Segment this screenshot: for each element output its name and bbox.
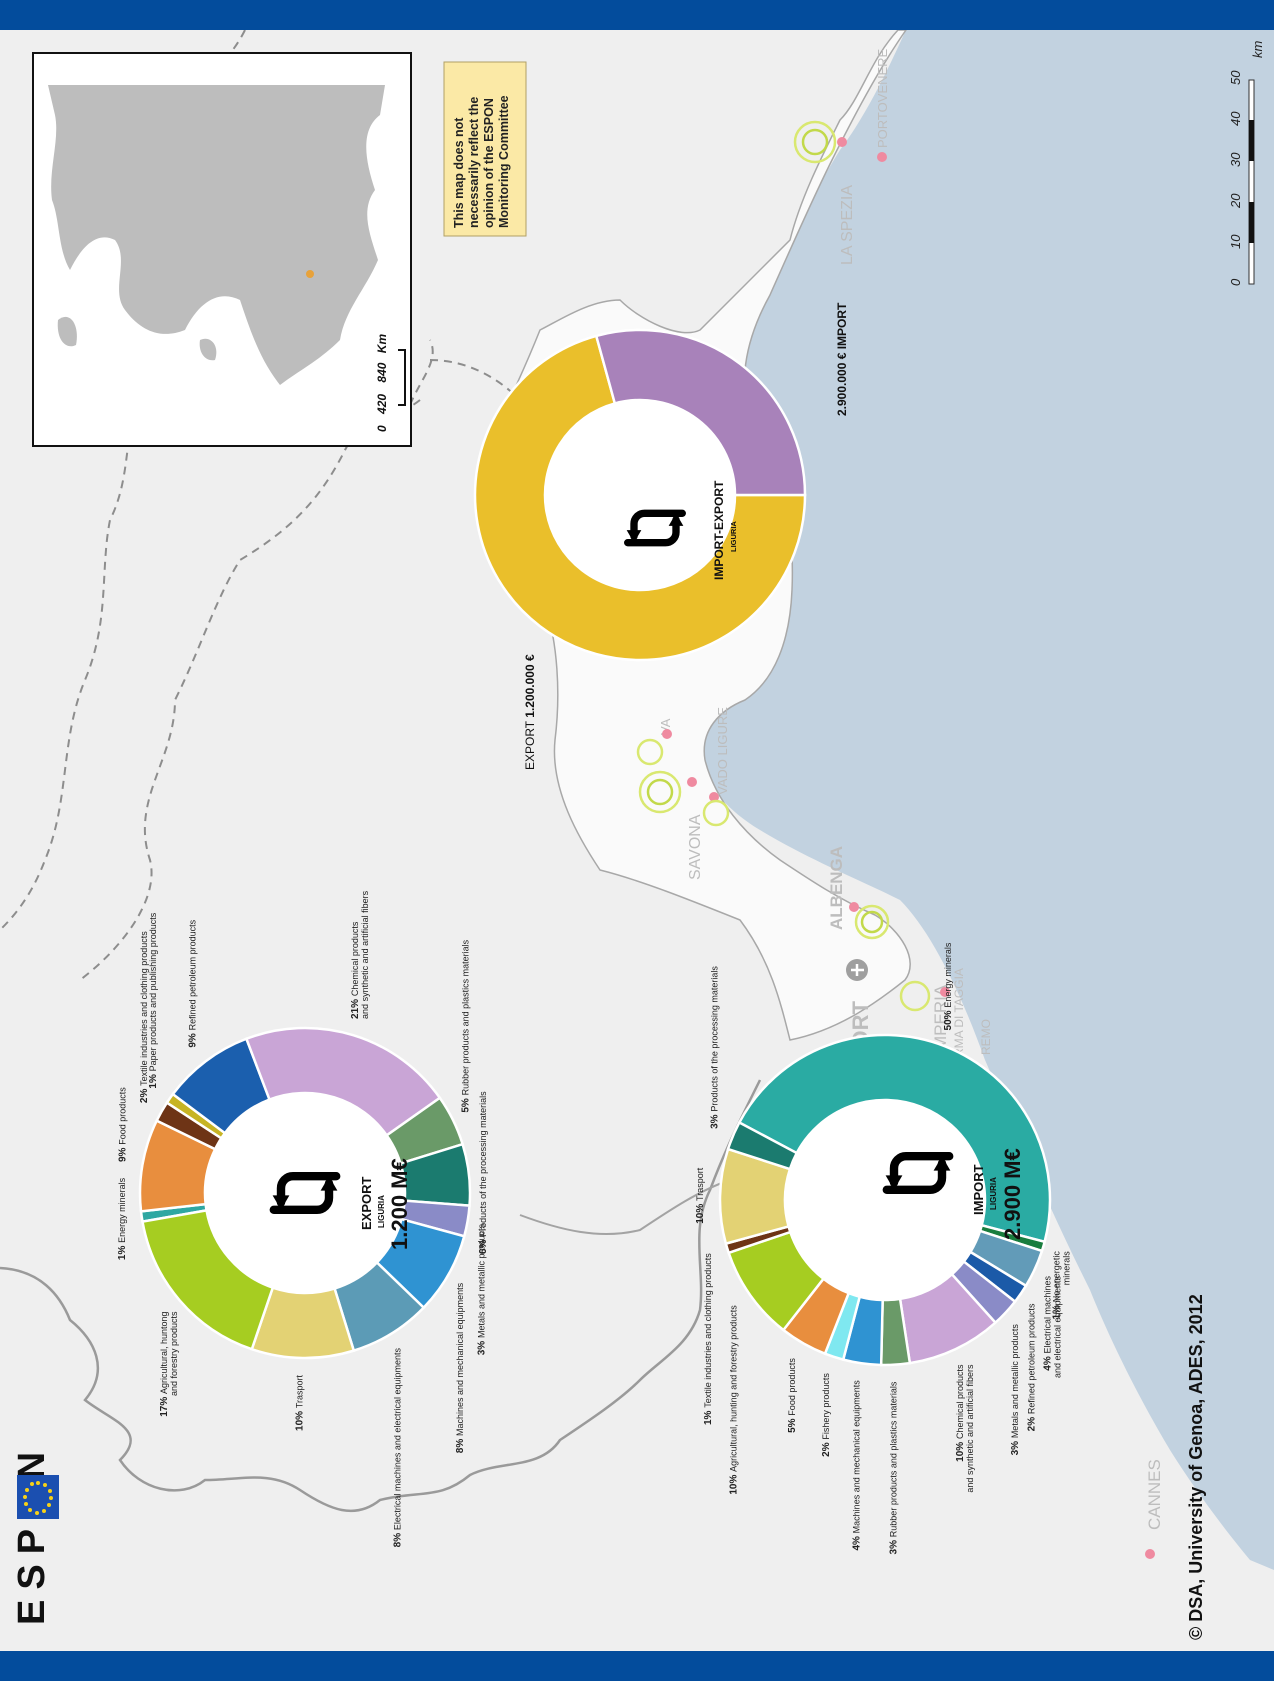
import-labels: 50% Energy minerals 1% No energeticminera… xyxy=(695,942,1072,1554)
import-export-hole xyxy=(545,400,735,590)
disclaimer-note: This map does not necessarily reflect th… xyxy=(443,61,527,237)
place-arma-di-taggia: ARMA DI TAGGIA xyxy=(952,968,966,1065)
place-sanremo: REMO xyxy=(979,1019,993,1055)
export-labels: 1% Energy minerals 9% Food products 2% Tex… xyxy=(117,890,489,1547)
export-region: LIGURIA xyxy=(377,1195,386,1228)
import-total: 2.900 M€ xyxy=(1000,1148,1025,1240)
svg-text:This map does not necess: This map does not necessarily reflect th… xyxy=(452,93,511,228)
export-label: 6% Products of the processing materials xyxy=(478,1091,489,1254)
export-total-label: EXPORT 1.200.000 € xyxy=(523,654,537,770)
svg-text:50: 50 xyxy=(1228,70,1243,85)
import-label: 10% Chemical productsand synthetic and a… xyxy=(955,1364,975,1493)
export-label: 2% Textile industries and clothing produ… xyxy=(139,931,150,1103)
export-total: 1.200 M€ xyxy=(387,1158,412,1250)
export-title: EXPORT xyxy=(359,1176,374,1230)
export-label: 9% Refined petroleum products xyxy=(187,919,198,1047)
svg-text:30: 30 xyxy=(1228,152,1243,167)
svg-text:20: 20 xyxy=(1228,193,1243,209)
export-label: 17% Agricultural, huntongand forestry pr… xyxy=(159,1311,179,1417)
import-export-title: IMPORT-EXPORT xyxy=(712,480,726,580)
import-label: 10% Agricultural, hunting and forestry p… xyxy=(729,1305,740,1495)
import-export-center: IMPORT-EXPORT LIGURIA xyxy=(627,480,738,580)
port-cart-icons xyxy=(636,120,931,1012)
export-label: 21% Chemical productsand synthetic and a… xyxy=(350,890,370,1019)
sea-area xyxy=(700,30,1274,1570)
svg-text:0 420 840: 0 420 840 Km xyxy=(375,334,389,432)
export-hole xyxy=(205,1093,405,1293)
inset-map: 0 420 840 Km xyxy=(32,52,412,447)
import-label: 3% Rubber products and plastics material… xyxy=(889,1381,900,1554)
svg-text:10: 10 xyxy=(1228,234,1243,249)
export-label: 8% Electrical machines and electrical eq… xyxy=(392,1348,403,1548)
import-label: 1% Textile industries and clothing produ… xyxy=(703,1253,714,1425)
export-center: EXPORT LIGURIA 1.200 M€ xyxy=(273,1158,412,1250)
place-labels: LA SPEZIA PORTOVENERE VADO LIGURE VA SAV… xyxy=(658,48,1164,1530)
port-markers xyxy=(662,137,1155,1559)
import-center: IMPORT LIGURIA 2.900 M€ xyxy=(886,1148,1025,1240)
place-albenga: ALBENGA xyxy=(827,846,846,930)
place-vado-ligure: VADO LIGURE xyxy=(715,707,730,795)
inset-scale: 0 420 840 Km xyxy=(375,334,406,432)
svg-text:km: km xyxy=(1250,41,1265,59)
import-label: 4% Electrical machinesand electrical equ… xyxy=(1042,1275,1062,1378)
import-label: 1% No energeticminerals xyxy=(1052,1251,1072,1320)
export-label: 3% Metals and metallic products xyxy=(476,1223,487,1355)
espon-logo: ESPON xyxy=(11,1442,59,1625)
copyright-text: © DSA, University of Genoa, ADES, 2012 xyxy=(1186,1294,1206,1640)
export-label: 10% Trasport xyxy=(294,1374,305,1430)
import-region: LIGURIA xyxy=(989,1177,998,1210)
bottom-band xyxy=(0,1651,1274,1681)
airport-icon xyxy=(846,959,868,981)
import-label: 50% Energy minerals xyxy=(943,942,954,1030)
national-border xyxy=(0,1079,762,1513)
import-donut xyxy=(718,1033,1052,1367)
place-portovenere: PORTOVENERE xyxy=(875,48,890,148)
export-label: 1% Paper products and publishing product… xyxy=(148,912,159,1088)
svg-text:ESPON: ESPON xyxy=(11,1442,53,1625)
import-label: 10% Trasport xyxy=(695,1167,706,1223)
place-savona: SAVONA xyxy=(687,814,704,880)
place-la-spezia: LA SPEZIA xyxy=(839,185,856,265)
import-label: 2% Refined petroleum products xyxy=(1027,1303,1038,1431)
export-label: 5% Rubber products and plastics material… xyxy=(460,939,471,1112)
eu-stars xyxy=(23,1481,53,1515)
import-export-donut xyxy=(473,328,807,662)
import-label: 5% Food products xyxy=(787,1358,798,1433)
import-title: IMPORT xyxy=(971,1164,986,1215)
export-label: 1% Energy minerals xyxy=(117,1177,128,1260)
place-cannes: CANNES xyxy=(1145,1459,1164,1530)
import-label: 4% Machines and mechanical equipments xyxy=(852,1380,863,1551)
import-export-region: LIGURIA xyxy=(729,521,738,552)
svg-text:40: 40 xyxy=(1228,111,1243,126)
inset-europe-land xyxy=(48,85,385,385)
svg-text:0: 0 xyxy=(1228,278,1243,286)
inset-liguria-marker xyxy=(306,270,314,278)
import-hole xyxy=(785,1100,985,1300)
import-label: 3% Metals and metallic products xyxy=(1010,1324,1021,1456)
export-label: 8% Machines and mechanical equipments xyxy=(455,1282,466,1453)
place-imperia: MPERIA xyxy=(931,984,950,1050)
import-label: 2% Fishery products xyxy=(821,1373,832,1457)
export-label: 9% Food products xyxy=(118,1087,129,1162)
scale-bar: 0 10 20 30 40 50 km xyxy=(1228,41,1265,287)
export-donut xyxy=(138,1026,472,1360)
import-total-label: 2.900.000 € IMPORT xyxy=(835,302,849,416)
regional-border xyxy=(519,1179,731,1235)
import-label: 3% Products of the processing materials xyxy=(709,966,720,1129)
top-band xyxy=(0,0,1274,30)
